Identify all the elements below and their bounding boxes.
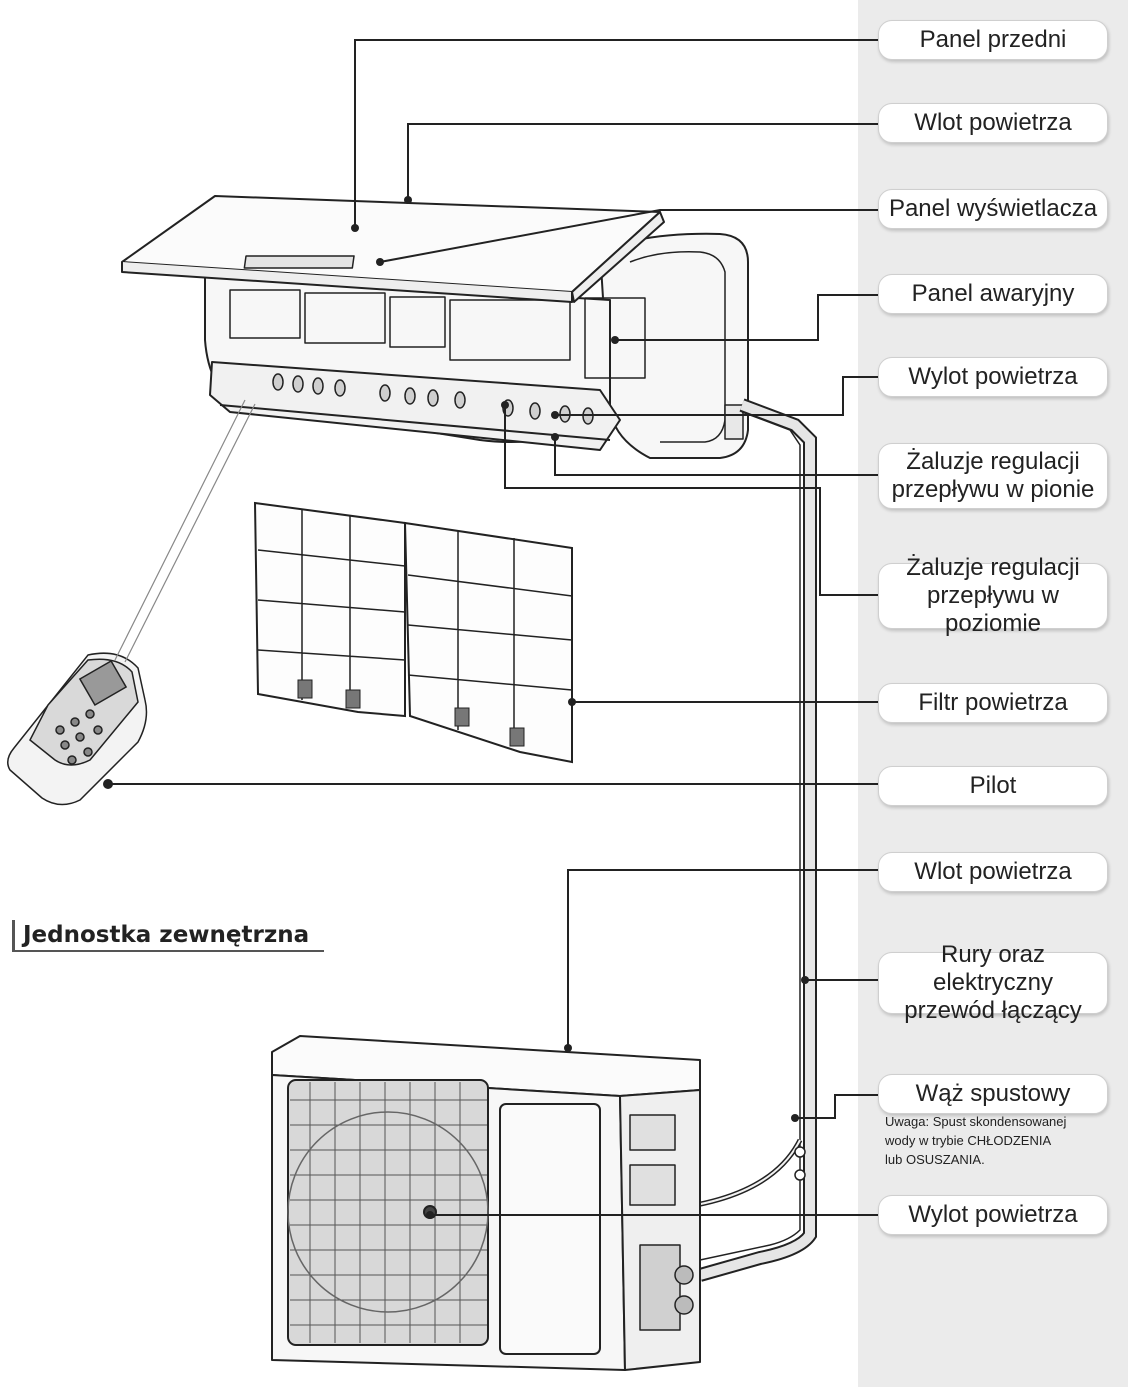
label-remote-text: Pilot (969, 772, 1017, 799)
outdoor-unit-heading: Jednostka zewnętrzna (12, 920, 324, 952)
label-horizontal-louvers-line2: przepływu w poziomie (926, 582, 1060, 637)
label-air-filter-text: Filtr powietrza (918, 689, 1068, 716)
label-pipes: Rury oraz elektryczny przewód łączący (878, 941, 1108, 1024)
outdoor-fan-grille (287, 1079, 489, 1346)
label-outdoor-air-outlet-text: Wylot powietrza (908, 1201, 1078, 1228)
label-air-inlet-text: Wlot powietrza (914, 109, 1072, 136)
label-pipes-line2: przewód łączący (904, 997, 1082, 1024)
leader-air-outlet (555, 376, 878, 416)
label-emergency-panel-text: Panel awaryjny (911, 280, 1075, 307)
drain-note-line1: Uwaga: Spust skondensowanej (885, 1114, 1067, 1129)
indoor-louvers (272, 373, 594, 425)
label-outdoor-air-outlet: Wylot powietrza (878, 1195, 1108, 1235)
leader-vertical-louvers (554, 437, 878, 476)
leader-display-panel (379, 209, 878, 263)
drain-note-line2: wody w trybie CHŁODZENIA (885, 1133, 1052, 1148)
leader-lines (108, 39, 878, 1216)
label-vertical-louvers-line1: Żaluzje regulacji (906, 448, 1080, 475)
label-outdoor-air-inlet: Wlot powietrza (878, 852, 1108, 892)
label-drain-hose-text: Wąż spustowy (915, 1080, 1071, 1107)
label-pipes-line1: Rury oraz elektryczny (932, 941, 1054, 996)
label-outdoor-air-inlet-text: Wlot powietrza (914, 858, 1072, 885)
display-window (243, 255, 355, 269)
label-display-panel: Panel wyświetlacza (878, 189, 1108, 229)
label-emergency-panel: Panel awaryjny (878, 274, 1108, 314)
label-air-inlet: Wlot powietrza (878, 103, 1108, 143)
label-air-filter: Filtr powietrza (878, 683, 1108, 723)
label-vertical-louvers: Żaluzje regulacji przepływu w pionie (878, 443, 1108, 509)
indoor-unit (121, 195, 749, 459)
label-vertical-louvers-line2: przepływu w pionie (891, 476, 1095, 503)
leader-dots (103, 196, 809, 1219)
label-horizontal-louvers: Żaluzje regulacji przepływu w poziomie (878, 554, 1108, 637)
outdoor-unit (271, 1035, 701, 1371)
leader-emergency-panel (615, 294, 878, 341)
label-display-panel-text: Panel wyświetlacza (888, 195, 1098, 222)
indoor-unit-end-cap (599, 232, 749, 459)
label-drain-hose: Wąż spustowy (878, 1074, 1108, 1114)
remote-control (7, 399, 256, 806)
label-front-panel: Panel przedni (878, 20, 1108, 60)
drain-note: Uwaga: Spust skondensowanej wody w trybi… (885, 1112, 1120, 1169)
leader-air-inlet (407, 123, 878, 200)
drain-note-line3: lub OSUSZANIA. (885, 1152, 985, 1167)
label-front-panel-text: Panel przedni (919, 26, 1067, 53)
leader-horizontal-louvers (504, 405, 878, 596)
label-air-outlet: Wylot powietrza (878, 357, 1108, 397)
leader-front-panel (354, 39, 878, 228)
label-remote: Pilot (878, 766, 1108, 806)
label-horizontal-louvers-line1: Żaluzje regulacji (906, 554, 1080, 581)
air-filter (253, 501, 573, 764)
label-air-outlet-text: Wylot powietrza (908, 363, 1078, 390)
leader-drain-hose (795, 1094, 878, 1119)
leader-outdoor-air-inlet (567, 869, 878, 1048)
